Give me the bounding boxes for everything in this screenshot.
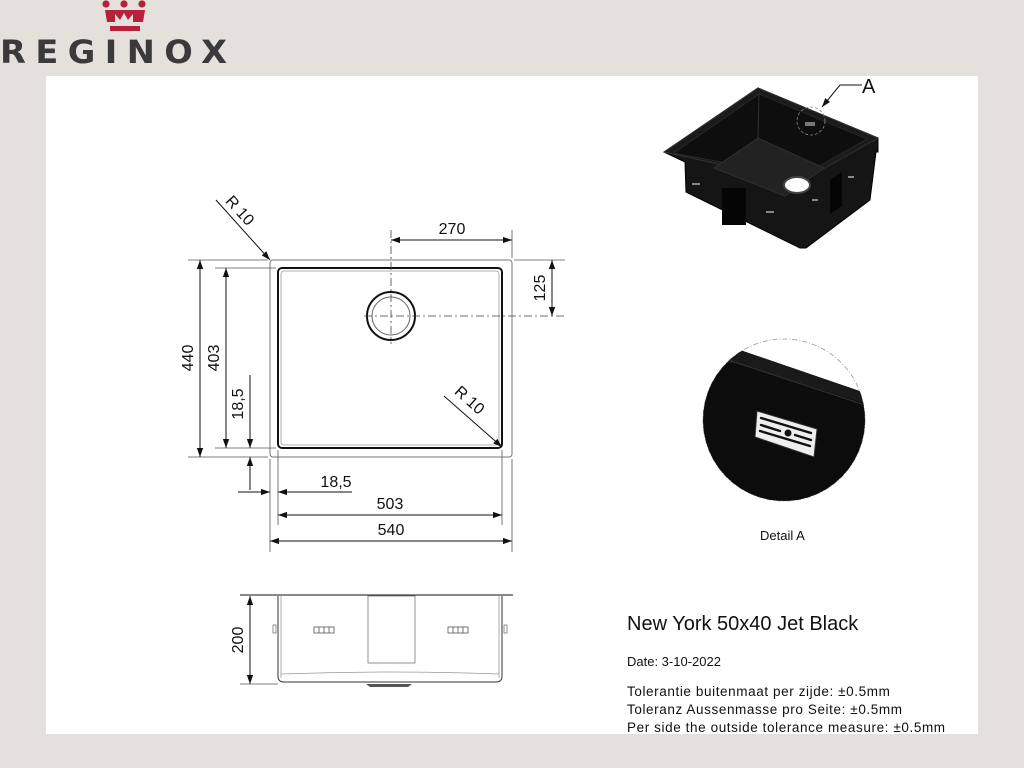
callout-a-label: A xyxy=(862,76,876,98)
detail-a-label: Detail A xyxy=(760,528,805,543)
dim-outer-depth: 440 xyxy=(180,345,197,372)
brand-logo: REGINOX xyxy=(0,0,260,72)
dim-drain-offset-y: 125 xyxy=(532,275,549,302)
drawing-sheet: 270 125 R 10 R 10 440 403 18,5 xyxy=(46,76,978,735)
crown-icon xyxy=(102,0,146,31)
dim-radius-top: R 10 xyxy=(222,193,257,230)
brand-wordmark: REGINOX xyxy=(0,33,237,71)
dim-inner-width: 503 xyxy=(377,496,404,513)
tolerance-dutch: Tolerantie buitenmaat per zijde: ±0.5mm xyxy=(627,684,891,699)
dim-radius-bottom: R 10 xyxy=(451,383,488,418)
tolerance-german: Toleranz Aussenmasse pro Seite: ±0.5mm xyxy=(627,702,903,717)
technical-drawing: 270 125 R 10 R 10 440 403 18,5 xyxy=(180,84,880,687)
product-title: New York 50x40 Jet Black xyxy=(627,613,859,635)
dim-height: 200 xyxy=(230,627,247,654)
iso-view xyxy=(662,84,880,249)
detail-a-view xyxy=(702,338,866,502)
dim-flange-horizontal: 18,5 xyxy=(320,474,351,491)
dim-inner-depth: 403 xyxy=(206,345,223,372)
top-view: 270 125 R 10 R 10 440 403 18,5 xyxy=(180,193,565,552)
dim-flange-vertical: 18,5 xyxy=(230,388,247,419)
dim-drain-offset-x: 270 xyxy=(439,221,466,238)
dim-outer-width: 540 xyxy=(378,522,405,539)
drawing-date: Date: 3-10-2022 xyxy=(627,654,721,669)
tolerance-english: Per side the outside tolerance measure: … xyxy=(627,720,946,735)
side-view: 200 xyxy=(230,594,513,687)
